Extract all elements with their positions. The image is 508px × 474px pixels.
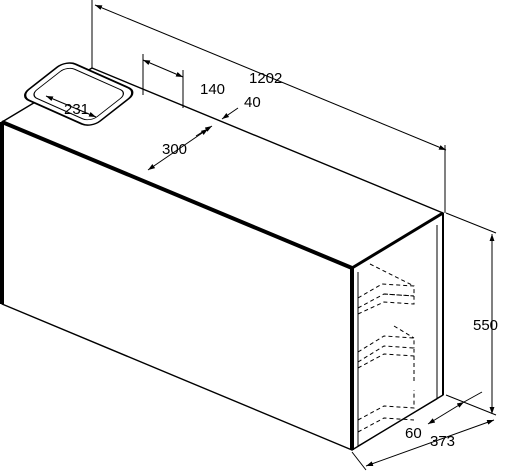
dim-line-shelf-offset <box>427 401 465 425</box>
label-back-offset: 40 <box>244 94 261 111</box>
top-front-edge <box>1 120 353 270</box>
dim-line-basin-depth <box>147 128 209 171</box>
side-front-edge <box>351 211 444 270</box>
label-basin-depth: 300 <box>162 141 187 158</box>
upper-shelf <box>357 263 415 315</box>
dim-line-overall-width <box>94 4 447 151</box>
dimension-lines <box>45 0 497 471</box>
dim-line-back-offset <box>221 107 239 120</box>
label-left-offset: 231 <box>64 101 89 118</box>
label-overall-depth: 373 <box>430 433 455 450</box>
cabinet <box>0 67 444 451</box>
label-height: 550 <box>473 317 498 334</box>
dim-line-basin-width <box>142 59 184 78</box>
dim-line-overall-depth <box>365 419 495 467</box>
label-shelf-offset: 60 <box>405 425 422 442</box>
label-basin-width: 140 <box>200 81 225 98</box>
label-overall-width: 1202 <box>249 70 282 87</box>
dimension-labels: 1202 140 231 300 40 550 60 373 <box>64 70 498 450</box>
dim-line-left-offset <box>45 95 97 118</box>
side-shelves <box>357 225 438 447</box>
